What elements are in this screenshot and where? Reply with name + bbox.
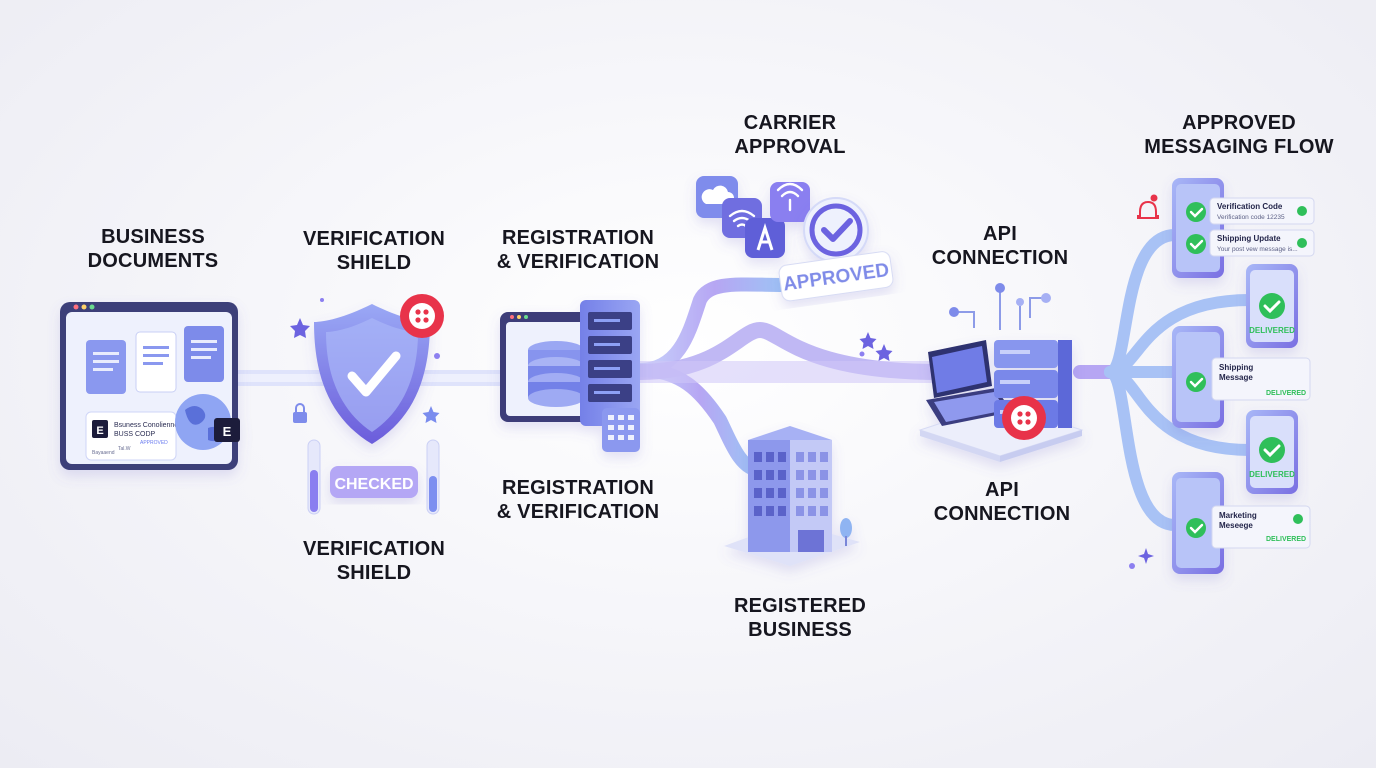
star-icon [859,332,877,349]
server-icon [994,340,1072,428]
business-documents-illustration: E Bsuness Conoliennes BUSS CODP Bayaaend… [60,302,240,470]
card-foot-right: APPROVED [140,440,168,446]
label-line: & VERIFICATION [496,251,660,273]
delivered-status: DELIVERED [1266,536,1306,543]
check-circle-icon [1186,372,1206,392]
message-title: Marketing [1219,511,1257,520]
delivered-status: DELIVERED [1249,326,1295,335]
checkmark-icon [347,351,401,397]
network-nodes-icon [954,292,1046,330]
label-line: VERIFICATION [302,538,446,560]
check-circle-icon [1186,234,1206,254]
message-bubble: Verification Code Verification code 1223… [1209,197,1315,225]
registration-illustration [500,300,640,452]
label-line: CONNECTION [931,247,1069,269]
label-verification-shield: VERIFICATION SHIELD [303,227,445,275]
card-foot-left: Bayaaend [92,450,115,456]
check-circle-icon [1186,202,1206,222]
delivered-status: DELIVERED [1249,470,1295,479]
document-icon [184,326,224,382]
label-line: APPROVED [1182,112,1296,134]
checked-badge-text: CHECKED [334,476,413,493]
star-icon [422,406,440,423]
server-icon [580,300,640,426]
message-title: Verification Code [1217,202,1283,211]
document-icon [135,331,177,393]
label-line: API [985,479,1019,501]
label-line: APPROVAL [734,136,846,158]
label-line: REGISTRATION [501,227,655,249]
message-bubble: Shipping Update Your post vew message is… [1209,229,1315,257]
message-body: Verification code 12235 [1217,214,1285,221]
app-badge-icon [400,294,444,338]
label-line: CARRIER [743,112,837,134]
app-badge-icon [1002,396,1046,440]
label-line: & VERIFICATION [496,501,660,523]
message-title: Shipping Update [1217,234,1281,243]
bell-icon [1137,194,1159,219]
message-title2: Message [1219,373,1253,382]
label-registration-bottom: REGISTRATION & VERIFICATION [497,476,659,524]
star-icon [875,344,893,361]
card-line2: BUSS CODP [114,431,156,438]
api-connection-illustration [918,340,1084,462]
approved-badge: APPROVED [778,251,894,302]
message-title2: Meseege [1219,521,1253,530]
message-bubble: Shipping Message DELIVERED [1211,357,1311,401]
globe-badge-logo: E [223,424,232,439]
label-line: MESSAGING FLOW [1144,136,1334,158]
label-business-documents: BUSINESS DOCUMENTS [88,225,219,273]
label-line: BUSINESS [101,226,205,248]
carrier-approval-illustration: APPROVED [696,176,894,302]
label-line: CONNECTION [933,503,1071,525]
approval-check-icon [803,197,869,263]
laptop-icon [926,340,1012,426]
label-line: BUSINESS [748,619,852,641]
pipe-network [224,229,1256,531]
label-registration: REGISTRATION & VERIFICATION [497,226,659,274]
label-line: REGISTRATION [501,477,655,499]
label-approved-messaging-flow: APPROVED MESSAGING FLOW [1144,111,1333,159]
message-bubble: Marketing Meseege DELIVERED [1211,505,1311,549]
card-logo: E [96,425,103,437]
lock-icon [293,403,307,423]
shield-icon [314,304,430,444]
sparkle-icon [1138,548,1154,564]
check-circle-icon [1259,293,1285,319]
verification-shield-illustration: CHECKED [290,294,444,515]
label-api-connection-bottom: API CONNECTION [934,478,1070,526]
label-line: VERIFICATION [302,228,446,250]
check-circle-icon [1259,437,1285,463]
database-icon [528,341,584,407]
delivered-status: DELIVERED [1266,390,1306,397]
card-foot-mid: Tal.W [118,446,131,452]
label-verification-shield-bottom: VERIFICATION SHIELD [303,537,445,585]
message-body: Your post vew message is... [1217,246,1298,253]
label-line: API [983,223,1017,245]
document-icon [86,340,126,394]
phone-icon [1172,178,1224,278]
label-carrier-approval: CARRIER APPROVAL [734,111,845,159]
label-line: SHIELD [336,562,412,584]
message-title: Shipping [1219,363,1253,372]
card-line1: Bsuness Conoliennes [114,422,182,429]
label-line: DOCUMENTS [87,250,219,272]
label-line: REGISTERED [733,595,867,617]
check-circle-icon [1186,518,1206,538]
star-icon [290,318,310,338]
label-line: SHIELD [336,252,412,274]
label-api-connection: API CONNECTION [932,222,1068,270]
antenna-icon [745,218,785,258]
building-icon [724,426,860,566]
checked-badge [330,466,418,498]
label-registered-business: REGISTERED BUSINESS [734,594,866,642]
